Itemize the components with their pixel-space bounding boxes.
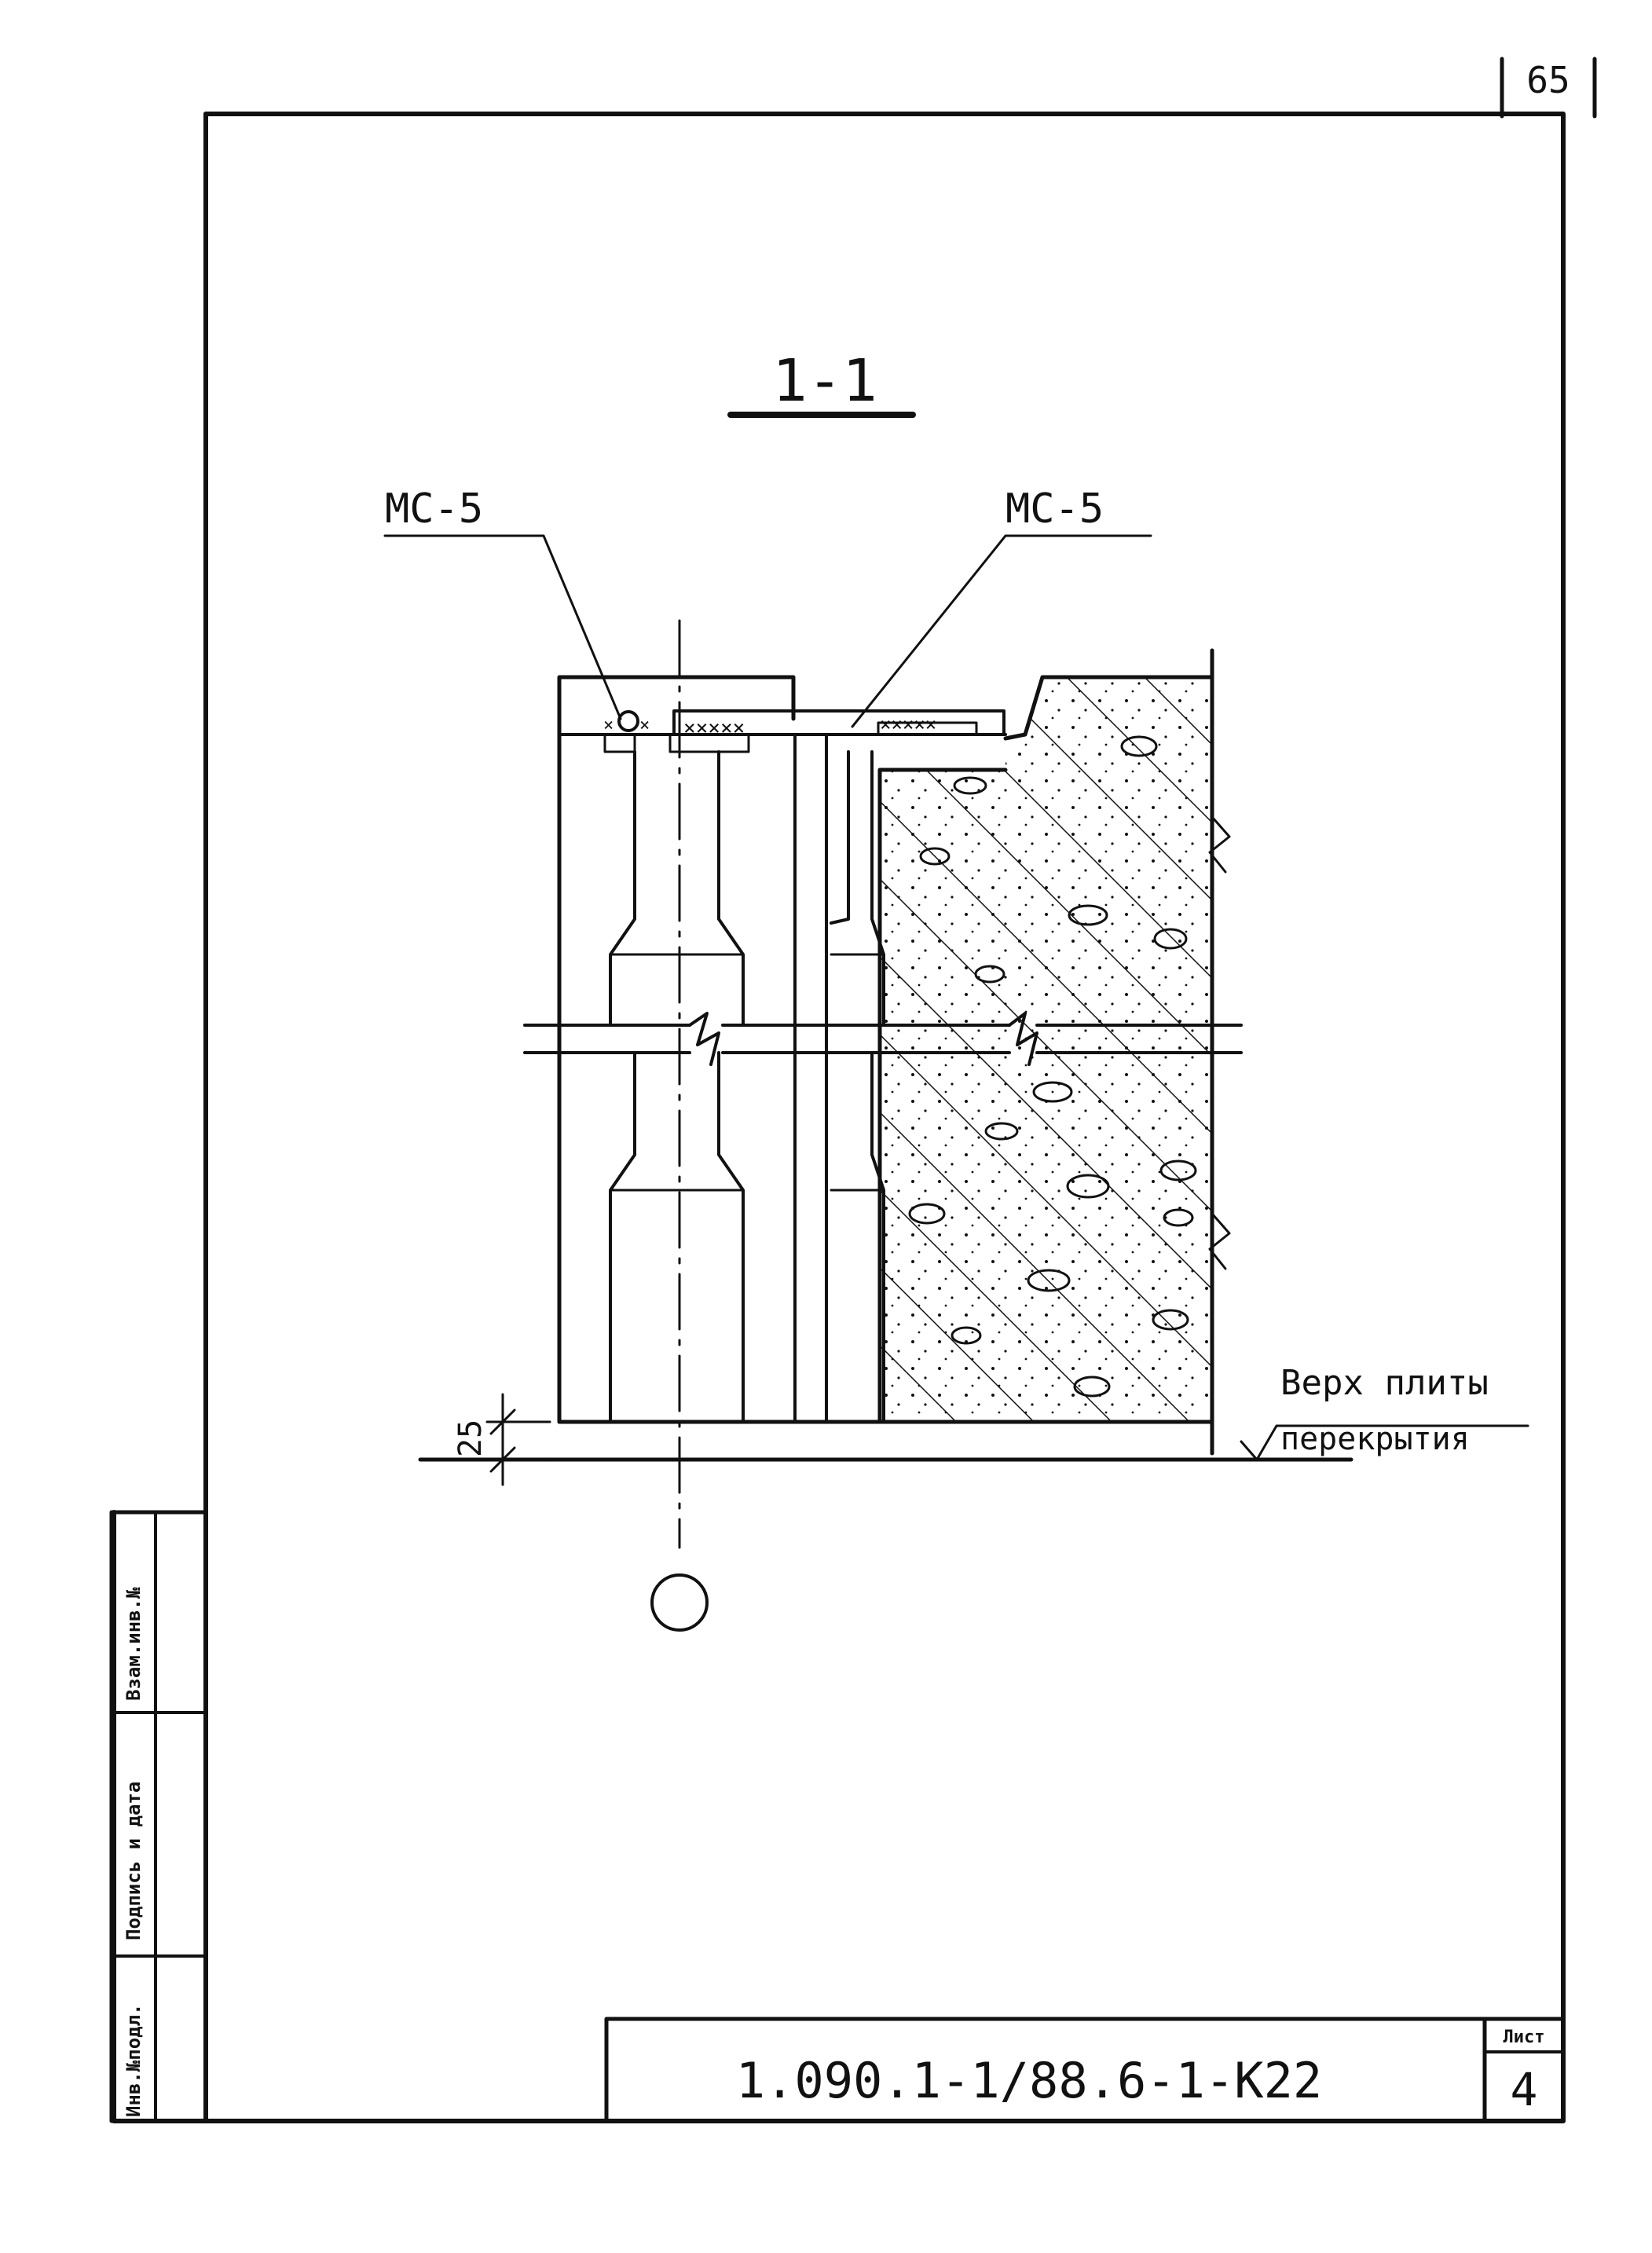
level-label-line2: перекрытия — [1280, 1421, 1470, 1457]
page-number-box: 65 — [1500, 57, 1597, 119]
callout-right-label: МС-5 — [1005, 485, 1104, 533]
callout-left: МС-5 — [383, 485, 622, 720]
column-section: ××××× ××××× × × — [557, 675, 1214, 1424]
section-title: 1-1 — [727, 347, 916, 418]
stamp-label-signature-date: Подпись и дата — [123, 1782, 145, 1940]
dimension-25: 25 — [452, 1393, 551, 1486]
axis-marker — [650, 1573, 709, 1632]
svg-text:×××××: ××××× — [880, 713, 936, 735]
callout-left-label: МС-5 — [385, 485, 483, 533]
section-title-text: 1-1 — [772, 347, 877, 415]
break-line — [523, 1012, 1243, 1066]
dimension-25-text: 25 — [452, 1420, 489, 1457]
svg-text:×××××: ××××× — [683, 716, 745, 740]
center-axis — [650, 619, 709, 1632]
document-designation: 1.090.1-1/88.6-1-К22 — [736, 2052, 1323, 2109]
page-number: 65 — [1526, 59, 1570, 101]
slab-level: Верх плиты перекрытия — [418, 1363, 1529, 1462]
concrete-wall-section — [877, 648, 1231, 1456]
side-stamp: Инв.№подл. Подпись и дата Взам.инв.№ — [109, 1510, 208, 2123]
svg-text:×: × — [639, 716, 650, 735]
stamp-label-replacement-inventory: Взам.инв.№ — [123, 1587, 145, 1701]
sheet-label: Лист — [1504, 2028, 1545, 2047]
sheet-number: 4 — [1511, 2063, 1538, 2116]
stamp-label-inventory-original: Инв.№подл. — [123, 2004, 145, 2118]
level-label-line1: Верх плиты — [1280, 1363, 1489, 1403]
svg-text:×: × — [603, 716, 614, 735]
callout-right: МС-5 — [851, 485, 1152, 728]
title-block: Лист 4 1.090.1-1/88.6-1-К22 — [604, 2017, 1566, 2123]
